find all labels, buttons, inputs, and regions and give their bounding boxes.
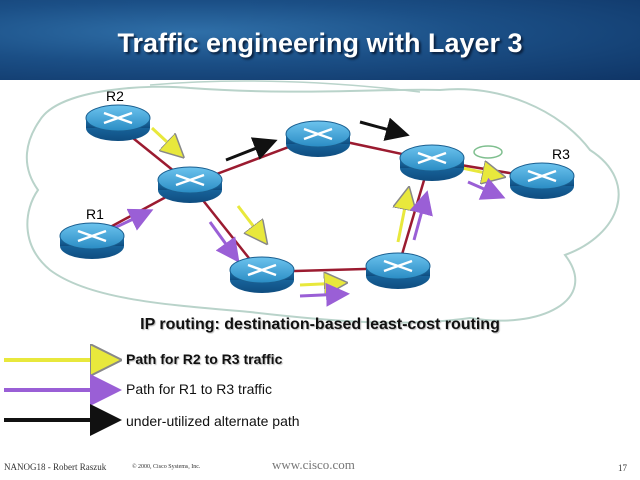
black-arrow-2 [359, 117, 410, 141]
cloud-inner-arc [149, 80, 421, 93]
purple-arrow-3 [299, 282, 350, 307]
legend-alternate-text: under-utilized alternate path [126, 413, 300, 429]
legend-arrows [4, 360, 122, 436]
footer-site: www.cisco.com [272, 457, 355, 472]
router-r1 [59, 222, 125, 259]
page-number: 17 [618, 463, 627, 473]
footer-presenter: NANOG18 - Robert Raszuk [4, 462, 107, 472]
router-r3-label: R3 [552, 146, 570, 162]
purple-arrow-4 [409, 190, 433, 241]
purple-arrow-2 [208, 221, 240, 263]
router-r3 [509, 162, 575, 199]
slide-title: Traffic engineering with Layer 3 [117, 28, 523, 58]
router-r1-label: R1 [86, 206, 104, 222]
router-c [399, 144, 465, 181]
loop-indicator [473, 145, 503, 159]
footer-copyright: © 2000, Cisco Systems, Inc. [132, 464, 201, 470]
black-path-arrows [225, 117, 410, 162]
router-d [229, 256, 295, 293]
yellow-arrow-3 [299, 283, 342, 285]
diagram-caption: IP routing: destination-based least-cost… [140, 316, 500, 333]
router-r2 [85, 104, 151, 141]
router-r2-label: R2 [106, 88, 124, 104]
yellow-arrow-2 [236, 205, 264, 240]
yellow-arrow-5 [461, 168, 500, 176]
network-cloud-outline [25, 85, 620, 324]
router-a [157, 166, 223, 203]
yellow-arrow-4 [398, 192, 408, 243]
title-banner: Traffic engineering with Layer 3 [0, 0, 640, 80]
router-e [365, 252, 431, 289]
black-arrow-1 [225, 137, 278, 162]
yellow-arrow-1 [150, 126, 180, 154]
purple-arrow-5 [467, 177, 506, 200]
legend-r2-r3-text: Path for R2 to R3 traffic [126, 351, 283, 367]
router-b [285, 120, 351, 157]
legend-r1-r3-text: Path for R1 to R3 traffic [126, 381, 273, 397]
